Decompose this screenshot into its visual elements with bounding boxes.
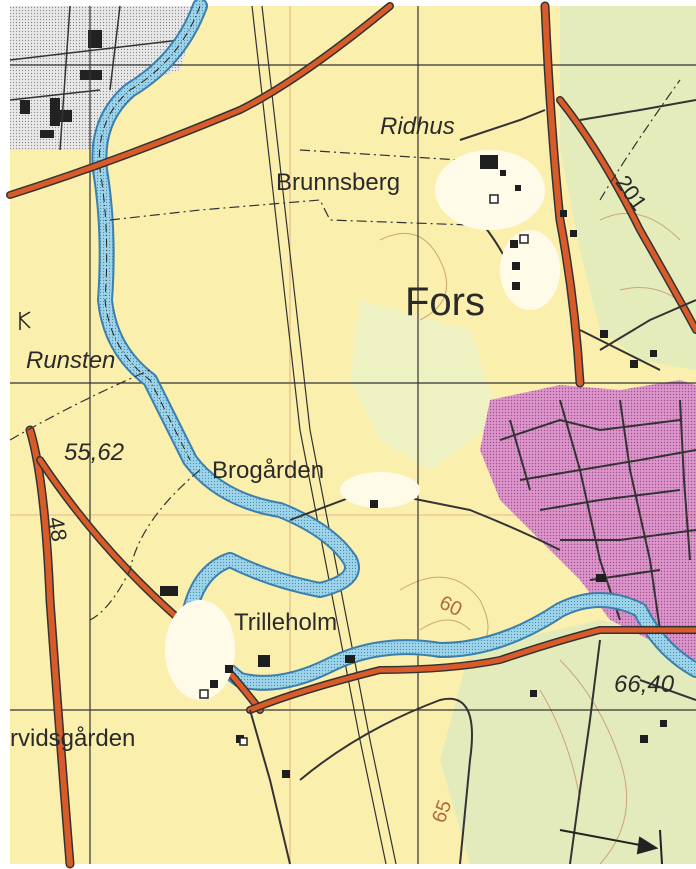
river-centerline [98,5,201,461]
place-label-arvidsgarden: rvidsgården [10,725,135,752]
rune-stone-icon [19,311,31,330]
minor-roads [249,99,696,865]
major-roads [6,1,696,869]
urban-area-pink [480,380,696,660]
place-label-trilleholm: Trilleholm [234,609,337,636]
buildings-top-left [20,30,102,138]
boundary-paths [9,79,681,621]
map-grid [10,6,696,864]
place-label-fors: Fors [405,280,485,324]
map-grid-thin [10,6,696,864]
place-label-brunnsberg: Brunnsberg [276,169,400,196]
road-number-48: 48 [43,515,72,543]
streets-top-left [9,5,181,151]
elevation-label-west: 55,62 [64,439,124,466]
forest-area-mid [350,300,500,470]
forest-area [560,6,696,370]
place-label-brogarden: Brogården [212,457,324,484]
place-label-runsten: Runsten [26,347,115,374]
forest-area-south [440,620,696,864]
elevation-label-east: 66,40 [614,671,675,698]
arrow-icon [559,829,663,865]
hollow-buildings [199,194,529,746]
place-label-ridhus: Ridhus [380,113,455,140]
